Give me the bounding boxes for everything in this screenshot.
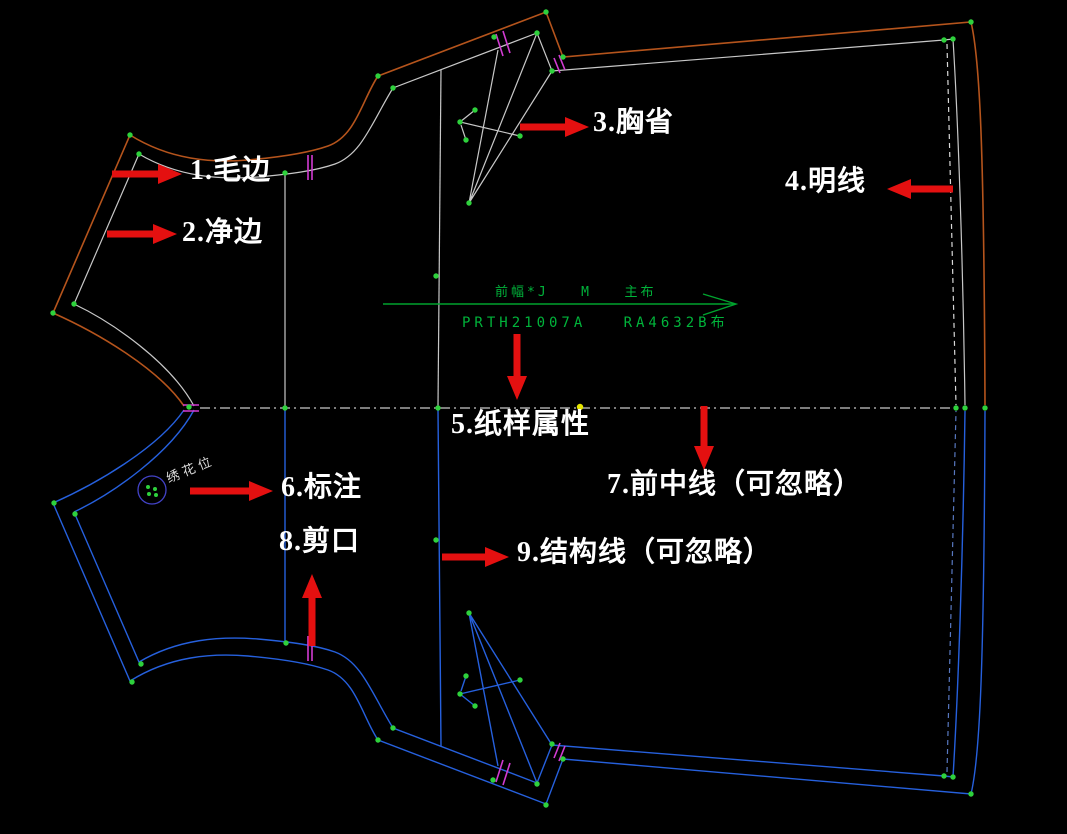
- mirror-underarm-inner: [73, 409, 195, 513]
- label-bust-dart: 3.胸省: [593, 107, 675, 138]
- topstitch-line-bottom: [946, 410, 957, 773]
- top-piece-net-edge: [73, 32, 966, 407]
- pattern-name-size-fabric-text: 前幅*J M 主布: [495, 285, 657, 300]
- mirror-outline-outer: [52, 410, 986, 805]
- raw-edge-underarm: [52, 312, 185, 407]
- notch-shoulder-left: [495, 30, 511, 57]
- grain-line: [383, 293, 739, 316]
- notch-shoulder-right: [553, 54, 566, 74]
- highlighted-point: [576, 403, 584, 411]
- arrow-6-annotation: [190, 481, 273, 501]
- label-net-edge: 2.净边: [182, 217, 264, 248]
- arrow-3-bust-dart: [520, 117, 589, 137]
- mirror-underarm-outer: [52, 409, 185, 504]
- arrow-8-notch: [302, 574, 322, 646]
- net-edge-outline: [73, 32, 966, 406]
- label-annotation: 6.标注: [281, 472, 363, 503]
- arrow-5-pattern-info: [507, 334, 527, 400]
- arrow-9-structure-line: [442, 547, 509, 567]
- label-topstitch: 4.明线: [785, 166, 867, 197]
- raw-edge-outline: [52, 10, 986, 406]
- label-structure-line: 9.结构线（可忽略）: [517, 537, 773, 568]
- bust-dart-lines: [468, 32, 553, 204]
- mirror-outline-inner: [73, 410, 966, 784]
- bottom-piece: [52, 409, 986, 805]
- grain-line-arrowhead-icon: [702, 293, 739, 316]
- arrow-2-net-edge: [107, 224, 177, 244]
- mirror-structure-lines: [284, 409, 442, 747]
- notch-shoulder-right-mirror: [553, 742, 566, 762]
- arrow-4-topstitch: [887, 179, 953, 199]
- label-pattern-attributes: 5.纸样属性: [451, 409, 591, 440]
- mirror-dart-lines: [468, 612, 553, 784]
- structure-line-vertical-2: [437, 69, 442, 407]
- arrow-1-raw-edge: [112, 164, 182, 184]
- control-points: [50, 9, 988, 808]
- net-edge-underarm: [73, 303, 195, 407]
- notch-underarm-fold: [183, 404, 199, 412]
- notch-marks: [183, 30, 566, 786]
- pattern-code-text: PRTH21007A RA4632B布: [462, 315, 729, 331]
- label-center-front-line: 7.前中线（可忽略）: [607, 469, 863, 500]
- label-raw-edge: 1.毛边: [190, 155, 272, 186]
- topstitch-line-top: [946, 43, 957, 406]
- embroidery-position-circle: [137, 475, 167, 505]
- arrow-7-center-front: [694, 406, 714, 470]
- notch-neckline-top: [307, 155, 313, 180]
- annotation-arrows: [107, 117, 953, 646]
- notch-shoulder-left-mirror: [495, 759, 511, 786]
- top-piece-raw-edge: [52, 10, 986, 407]
- label-notch: 8.剪口: [279, 526, 361, 557]
